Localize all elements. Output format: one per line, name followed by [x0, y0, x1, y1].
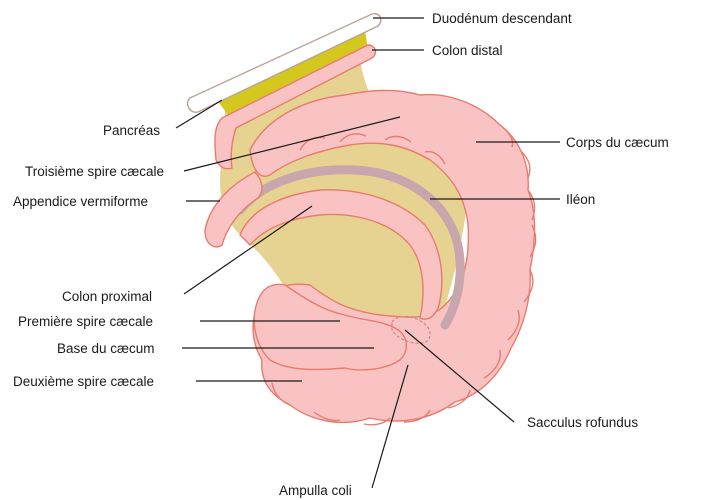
label-colon-proximal: Colon proximal [62, 289, 152, 304]
label-ampulla: Ampulla coli [279, 483, 352, 498]
label-colon-distal: Colon distal [432, 43, 503, 58]
label-pancreas: Pancréas [103, 123, 160, 138]
label-corps-caecum: Corps du cæcum [566, 135, 669, 150]
label-ileon: Iléon [566, 192, 595, 207]
label-base-caecum: Base du cæcum [57, 341, 155, 356]
label-premiere-spire: Première spire cæcale [18, 314, 153, 329]
label-sacculus: Sacculus rofundus [527, 415, 638, 430]
label-deuxieme-spire: Deuxième spire cæcale [13, 374, 154, 389]
label-appendice: Appendice vermiforme [13, 194, 148, 209]
label-troisieme-spire: Troisième spire cæcale [25, 164, 164, 179]
label-duodenum: Duodénum descendant [432, 11, 572, 26]
